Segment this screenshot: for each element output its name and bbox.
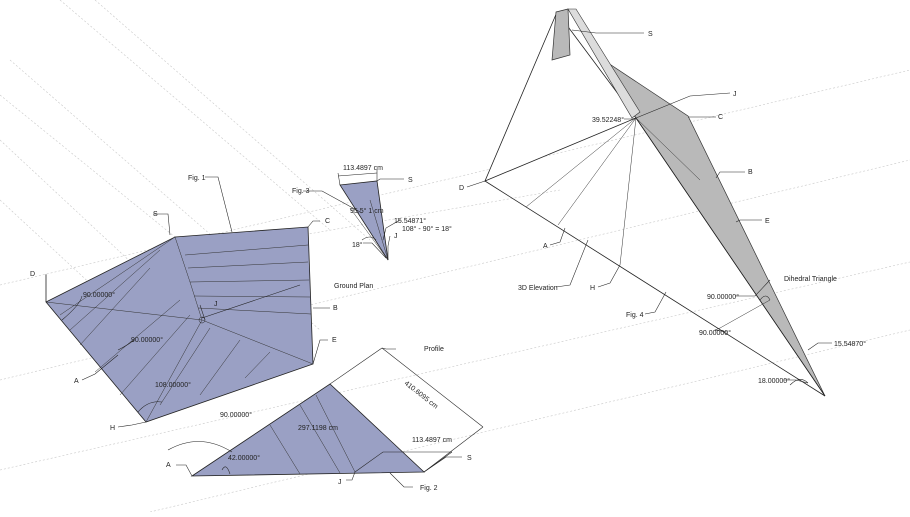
- point-b-plan: B: [333, 305, 338, 312]
- point-s-profile: S: [467, 455, 472, 462]
- angle-labels: 90.00000° 90.00000° 108.00000° 90.00000°…: [83, 116, 866, 462]
- fig1-label: Fig. 1: [188, 175, 206, 182]
- fig3-label: Fig. 3: [292, 188, 310, 195]
- fig3-angle-c: 18°: [352, 241, 363, 249]
- point-d-plan: D: [30, 271, 35, 278]
- profile-top-angle: 90.00000°: [220, 411, 252, 419]
- profile-label: Profile: [424, 346, 444, 353]
- point-h-plan: H: [110, 425, 115, 432]
- elevation-shape: [484, 8, 826, 397]
- elevation-bottom-angle: 90.00000°: [699, 329, 731, 337]
- point-s-plan: S: [153, 211, 158, 218]
- point-b-elev: B: [748, 169, 753, 176]
- elevation-j-angle: 39.52248°: [592, 116, 624, 124]
- point-e-plan: E: [332, 337, 337, 344]
- fig3-shape: [337, 170, 389, 261]
- ground-plan-label: Ground Plan: [334, 283, 373, 290]
- plan-d-angle: 90.00000°: [83, 291, 115, 299]
- fig3-angle-a: 15.54871°: [394, 217, 426, 225]
- point-a-elev: A: [543, 243, 548, 250]
- dihedral-triangle-label: Dihedral Triangle: [784, 276, 837, 283]
- fig4-label: Fig. 4: [626, 312, 644, 319]
- elevation-3d-label: 3D Elevation: [518, 285, 558, 292]
- leader-lines: [45, 29, 832, 488]
- point-d-elev: D: [459, 185, 464, 192]
- point-j-elev: J: [733, 91, 737, 98]
- point-j-profile: J: [338, 479, 342, 486]
- profile-height-dim: 410.6095 cm: [403, 380, 439, 411]
- point-e-elev: E: [765, 218, 770, 225]
- fig3-width-dim: 113.4897 cm: [343, 165, 383, 172]
- elevation-tip-angle-b: 18.00000°: [758, 377, 790, 385]
- profile-shape: [167, 347, 484, 477]
- point-c-elev: C: [718, 114, 723, 121]
- elevation-tip-angle-a: 15.54870°: [834, 340, 866, 348]
- figure-labels: Fig. 1 Fig. 2 Fig. 3 Fig. 4 Ground Plan …: [188, 175, 837, 492]
- elevation-right-angle: 90.00000°: [707, 293, 739, 301]
- point-h-elev: H: [590, 285, 595, 292]
- point-s-fig3: S: [408, 177, 413, 184]
- ground-plan-shape: [45, 226, 314, 423]
- point-a-profile: A: [166, 462, 171, 469]
- point-c-plan: C: [325, 218, 330, 225]
- fig3-overlap-label: 95.5° 1 cm: [350, 207, 384, 215]
- point-labels: S D C B E A H J A J S S J S J C B E D A …: [30, 31, 770, 486]
- fig2-label: Fig. 2: [420, 485, 438, 492]
- point-j-fig3: J: [394, 233, 398, 240]
- plan-h-angle: 108.00000°: [155, 381, 191, 389]
- plan-a-angle: 90.00000°: [131, 336, 163, 344]
- point-a-plan: A: [74, 378, 79, 385]
- profile-base-dim: 113.4897 cm: [412, 437, 452, 444]
- fig3-angle-b: 108° - 90° = 18°: [402, 225, 452, 233]
- profile-diagonal-dim: 297.1198 cm: [298, 425, 338, 432]
- point-j-plan: J: [214, 301, 218, 308]
- point-s-elev: S: [648, 31, 653, 38]
- profile-a-angle: 42.00000°: [228, 454, 260, 462]
